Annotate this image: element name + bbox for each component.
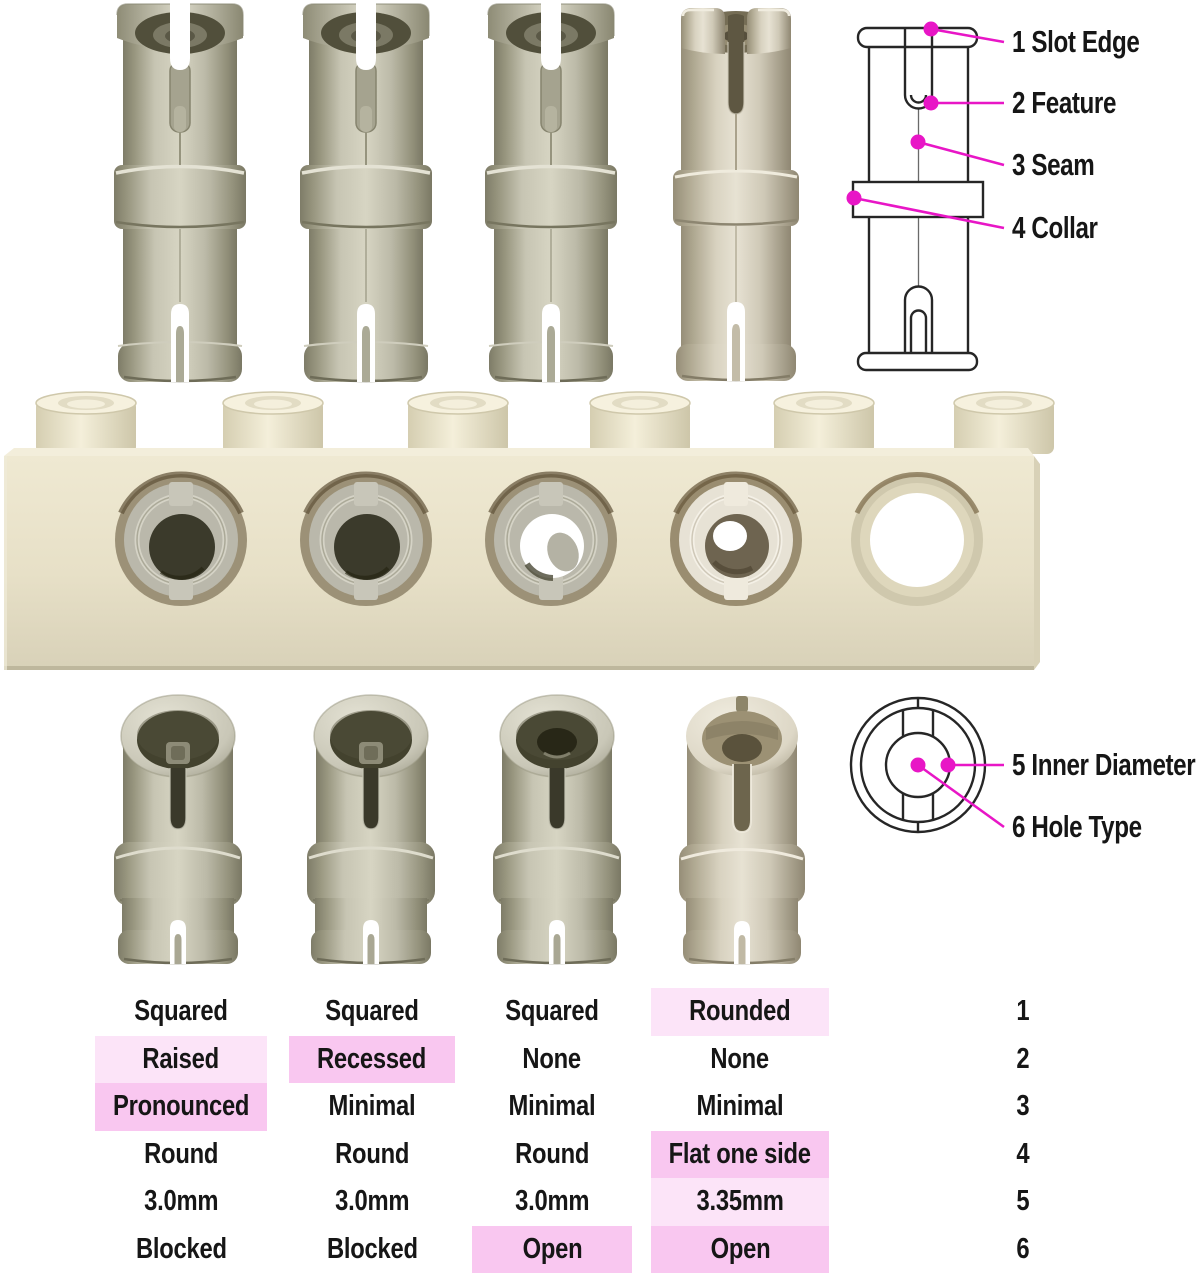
table-cell-pin1-feature1: Squared xyxy=(134,995,228,1028)
table-cell-pin4-feature2: None xyxy=(710,1042,770,1075)
table-feature-number-1: 1 xyxy=(1016,995,1030,1028)
table-cell-pin4-feature3: Minimal xyxy=(696,1090,784,1123)
table-cell-pin3-feature5: 3.0mm xyxy=(514,1185,590,1218)
table-cell-pin3-feature2: None xyxy=(522,1042,582,1075)
photo-pin1-side xyxy=(112,0,248,384)
photo-pin2-side xyxy=(298,0,434,384)
table-cell-pin4-feature5: 3.35mm xyxy=(651,1178,829,1226)
table-cell-pin3-feature1: Squared xyxy=(505,995,599,1028)
callout-dot-hole-type xyxy=(910,757,926,773)
table-cell-pin1-feature6: Blocked xyxy=(135,1232,227,1265)
table-cell-pin2-feature2: Recessed xyxy=(289,1035,455,1083)
brick-hole4-pin-open xyxy=(670,471,802,606)
callout-dot-collar xyxy=(846,190,862,206)
table-cell-pin2-feature5: 3.0mm xyxy=(334,1185,410,1218)
table-cell-pin1-feature3: Pronounced xyxy=(95,1083,267,1131)
table-cell-pin1-feature4: Round xyxy=(143,1137,219,1170)
table-cell-pin2-feature4: Round xyxy=(334,1137,410,1170)
brick-hole2-pin-blocked xyxy=(300,471,432,606)
table-feature-number-3: 3 xyxy=(1016,1090,1030,1123)
callout-label-slot-edge: 1 Slot Edge xyxy=(1012,24,1140,59)
table-cell-pin1-feature5: 3.0mm xyxy=(143,1185,219,1218)
photo-pin3-top xyxy=(491,693,623,966)
brick-hole3-pin-open xyxy=(485,471,617,606)
brick-hole5-empty xyxy=(851,472,983,606)
callout-label-collar: 4 Collar xyxy=(1012,210,1098,245)
table-cell-pin4-feature4: Flat one side xyxy=(651,1130,829,1178)
callout-label-seam: 3 Seam xyxy=(1012,147,1095,182)
callout-dot-feature xyxy=(923,95,939,111)
table-cell-pin3-feature4: Round xyxy=(514,1137,590,1170)
diagram-cross-section xyxy=(849,696,1005,834)
photo-pin1-top xyxy=(112,693,244,966)
table-cell-pin2-feature6: Blocked xyxy=(326,1232,418,1265)
callout-label-hole-type: 6 Hole Type xyxy=(1012,809,1142,844)
callout-label-inner-diameter: 5 Inner Diameter xyxy=(1012,747,1196,782)
table-cell-pin4-feature1: Rounded xyxy=(651,988,829,1036)
diagram-side-view xyxy=(846,21,1005,372)
table-cell-pin2-feature1: Squared xyxy=(325,995,419,1028)
photo-brick-with-pins xyxy=(4,391,1055,670)
photo-pin4-top xyxy=(677,694,807,966)
photo-pin4-side xyxy=(671,6,801,383)
photo-pin2-top xyxy=(305,693,437,966)
table-feature-number-6: 6 xyxy=(1016,1232,1030,1265)
callout-label-feature: 2 Feature xyxy=(1012,85,1117,120)
table-cell-pin1-feature2: Raised xyxy=(95,1035,267,1083)
callout-dot-inner-diameter xyxy=(940,757,956,773)
callout-dot-slot-edge xyxy=(923,21,939,37)
table-feature-number-5: 5 xyxy=(1016,1185,1030,1218)
table-cell-pin3-feature6: Open xyxy=(472,1225,632,1273)
table-cell-pin2-feature3: Minimal xyxy=(328,1090,416,1123)
photo-pin3-side xyxy=(483,0,619,384)
table-feature-number-2: 2 xyxy=(1016,1042,1030,1075)
brick-hole1-pin-blocked xyxy=(115,471,247,606)
table-feature-number-4: 4 xyxy=(1016,1137,1030,1170)
table-cell-pin4-feature6: Open xyxy=(651,1225,829,1273)
table-cell-pin3-feature3: Minimal xyxy=(508,1090,596,1123)
brick-studs xyxy=(35,391,1055,454)
callout-dot-seam xyxy=(910,134,926,150)
